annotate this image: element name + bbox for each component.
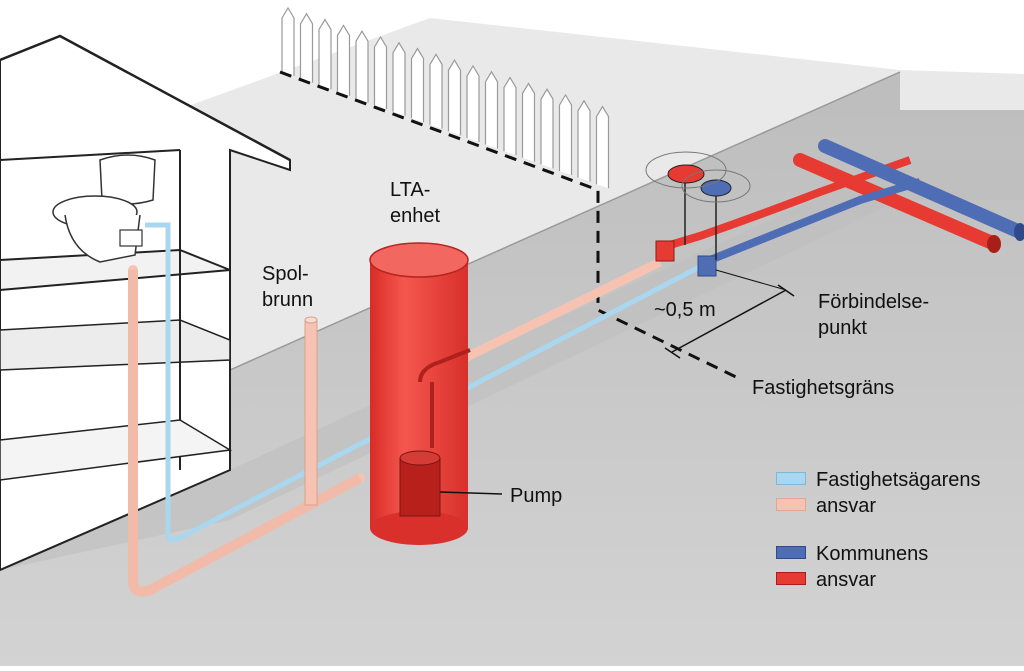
municipal-pipes <box>645 139 1024 277</box>
spol-label-line2: brunn <box>262 289 314 311</box>
fence-picket <box>540 88 554 169</box>
legend-owner-line1: Fastighetsägarens <box>816 469 981 491</box>
toilet-icon <box>52 154 156 263</box>
legend-municipality-swatch-blue <box>776 546 806 559</box>
fence-picket <box>336 24 351 96</box>
fence-picket <box>577 99 591 182</box>
ground-edge <box>229 71 901 371</box>
legend-municipality-line2: ansvar <box>816 569 877 591</box>
fence-picket <box>466 64 480 142</box>
legend-owner-swatch-blue <box>776 472 806 485</box>
legend-owner: Fastighetsägarens ansvar <box>776 468 1022 522</box>
fence-picket <box>355 30 369 103</box>
fence <box>281 6 610 189</box>
legend-municipality: Kommunens ansvar <box>776 542 1022 596</box>
legend-owner-line2: ansvar <box>816 495 877 517</box>
legend-owner-swatch-pink <box>776 498 806 511</box>
fence-picket <box>318 18 332 90</box>
fence-picket <box>281 6 295 76</box>
fence-picket <box>373 35 388 109</box>
lta-tank <box>369 242 471 545</box>
fence-picket <box>484 70 499 149</box>
legend-municipality-swatch-red <box>776 572 806 585</box>
fence-picket <box>447 59 462 136</box>
lta-label-line2: enhet <box>390 205 441 227</box>
lta-label-line1: LTA- <box>390 179 431 201</box>
fence-picket <box>595 105 610 189</box>
fence-picket <box>521 82 536 162</box>
forbindelse-label-line1: Förbindelse- <box>818 291 930 313</box>
dimension-lines <box>664 269 795 359</box>
spol-label-line1: Spol- <box>262 263 309 285</box>
fastighetsgrans-label: Fastighetsgräns <box>752 377 895 399</box>
distance-label: ~0,5 m <box>654 299 716 321</box>
pump-label: Pump <box>510 485 563 507</box>
fence-picket <box>429 53 443 129</box>
property-boundary-line <box>279 70 739 380</box>
pump-leader-line <box>439 491 503 495</box>
fence-picket <box>410 47 425 123</box>
fence-picket <box>558 93 573 175</box>
fence-picket <box>299 12 314 83</box>
fence-picket <box>392 41 406 116</box>
fence-picket <box>503 76 517 156</box>
owner-pipes <box>128 222 707 597</box>
forbindelse-label-line2: punkt <box>818 317 867 339</box>
legend-municipality-line1: Kommunens <box>816 543 929 565</box>
